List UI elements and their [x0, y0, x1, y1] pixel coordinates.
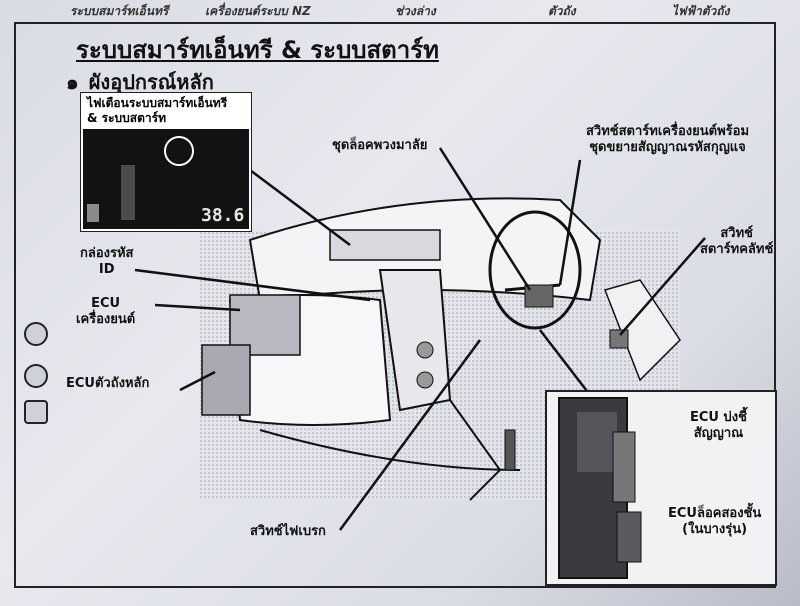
label-double-lock-ecu: ECUล็อคสองชั้น (ในบางรุ่น): [668, 506, 761, 538]
odometer-display: 38.6: [201, 205, 244, 226]
label-clutch-start-switch-line2: สตาร์ทคลัทช์: [700, 242, 774, 257]
engine-icon: [24, 322, 48, 346]
fuel-gauge-icon: [121, 165, 135, 220]
header-tab-engine: เครื่องยนต์ระบบ NZ: [205, 4, 311, 18]
section-label: ผังอุปกรณ์หลัก: [88, 70, 214, 94]
inset-caption-line1: ไฟเตือนระบบสมาร์ทเอ็นทรี: [87, 96, 228, 110]
ecu-module-illustration: [558, 397, 642, 579]
label-clutch-start-switch: สวิทช์ สตาร์ทคลัทช์: [700, 226, 773, 258]
label-sensor-ecu-line2: สัญญาณ: [693, 426, 744, 441]
header-tab-chassis: ช่วงล่าง: [395, 4, 436, 18]
inset-caption-line2: & ระบบสตาร์ท: [87, 111, 166, 125]
label-start-switch-line1: สวิทช์สตาร์ทเครื่องยนต์พร้อม: [586, 124, 750, 139]
header-tab-body-electrical: ไฟฟ้าตัวถัง: [672, 4, 730, 18]
label-brake-light-switch: สวิทช์ไฟเบรก: [250, 524, 326, 539]
label-double-lock-ecu-line2: (ในบางรุ่น): [682, 522, 748, 537]
label-id-code-box-line2: ID: [98, 262, 115, 277]
warning-light-circle-icon: [164, 136, 194, 166]
warning-light-inset: ไฟเตือนระบบสมาร์ทเอ็นทรี & ระบบสตาร์ท 38…: [80, 92, 252, 232]
body-icon: [24, 400, 48, 424]
page-header: ระบบสมาร์ทเอ็นทรี เครื่องยนต์ระบบ NZ ช่ว…: [0, 2, 800, 20]
page-title: ระบบสมาร์ทเอ็นทรี & ระบบสตาร์ท: [76, 36, 439, 64]
ecu-detail-box: [545, 390, 777, 586]
label-engine-ecu-line1: ECU: [91, 296, 121, 311]
label-start-switch-line2: ชุดขยายสัญญาณรหัสกุญแจ: [589, 140, 746, 155]
label-sensor-ecu: ECU บ่งชี้ สัญญาณ: [690, 410, 747, 442]
inset-caption: ไฟเตือนระบบสมาร์ทเอ็นทรี & ระบบสตาร์ท: [87, 96, 227, 126]
header-tab-body: ตัวถัง: [548, 4, 576, 18]
chassis-icon: [24, 364, 48, 388]
page-frame: [14, 22, 776, 588]
header-tab-smart-entry: ระบบสมาร์ทเอ็นทรี: [70, 4, 169, 18]
label-engine-ecu: ECU เครื่องยนต์: [76, 296, 135, 328]
label-main-body-ecu: ECUตัวถังหลัก: [66, 376, 150, 391]
label-steering-lock: ชุดล็อคพวงมาลัย: [332, 138, 428, 153]
label-clutch-start-switch-line1: สวิทช์: [720, 226, 753, 241]
instrument-cluster-photo: 38.6: [83, 129, 249, 229]
label-double-lock-ecu-line1: ECUล็อคสองชั้น: [668, 506, 762, 521]
label-start-switch: สวิทช์สตาร์ทเครื่องยนต์พร้อม ชุดขยายสัญญ…: [586, 124, 749, 156]
label-id-code-box: กล่องรหัส ID: [80, 246, 133, 278]
label-sensor-ecu-line1: ECU บ่งชี้: [690, 410, 747, 425]
section-number: ๑: [66, 70, 79, 94]
label-engine-ecu-line2: เครื่องยนต์: [76, 312, 136, 327]
section-heading: ๑ ผังอุปกรณ์หลัก: [66, 66, 214, 98]
label-id-code-box-line1: กล่องรหัส: [80, 246, 134, 261]
gauge-segment-icon: [87, 204, 99, 222]
